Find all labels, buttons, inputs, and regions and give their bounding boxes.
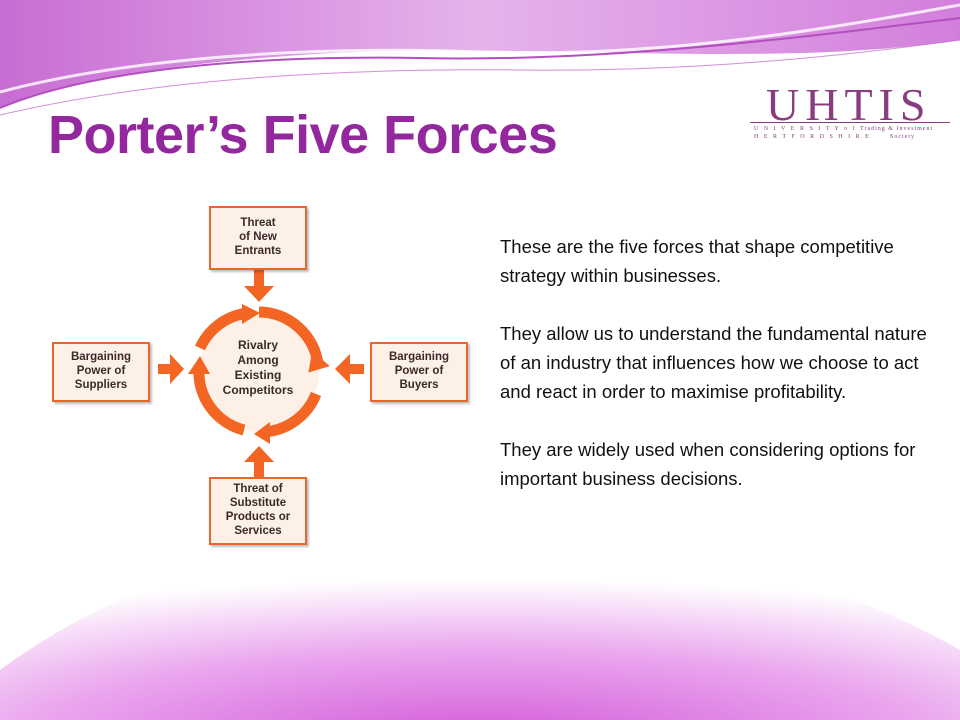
force-buyer-power: Bargaining Power of Buyers <box>370 342 468 402</box>
arrow-from-bottom <box>244 446 274 478</box>
slide-body: These are the five forces that shape com… <box>500 232 940 522</box>
force-competitive-rivalry: Rivalry Among Existing Competitors <box>222 338 294 397</box>
arrow-from-left <box>158 354 184 384</box>
force-threat-of-new-entrants: Threat of New Entrants <box>209 206 307 270</box>
arrow-from-top <box>244 270 274 302</box>
force-threat-of-substitutes: Threat of Substitute Products or Service… <box>209 477 307 545</box>
uhtis-logo: UHTIS U N I V E R S I T Y o f H E R T F … <box>750 79 950 144</box>
rivalry-cycle-icon <box>188 304 330 444</box>
diagram-arrows <box>158 270 364 478</box>
five-forces-diagram: Threat of New Entrants Bargaining Power … <box>48 198 488 558</box>
logo-society-line: Society <box>890 134 915 140</box>
force-supplier-power: Bargaining Power of Suppliers <box>52 342 150 402</box>
arrow-from-right <box>335 354 364 384</box>
body-paragraph-usage: They are widely used when considering op… <box>500 439 916 489</box>
logo-divider <box>750 122 950 123</box>
logo-wordmark: UHTIS <box>766 79 932 130</box>
body-paragraph-purpose: They allow us to understand the fundamen… <box>500 323 927 402</box>
body-paragraph-intro: These are the five forces that shape com… <box>500 236 894 286</box>
logo-university-line: U N I V E R S I T Y o f <box>754 126 857 132</box>
logo-hertfordshire-line: H E R T F O R D S H I R E <box>754 134 871 140</box>
logo-trading-line: Trading & Investment <box>860 126 934 132</box>
slide-title: Porter’s Five Forces <box>48 105 558 165</box>
